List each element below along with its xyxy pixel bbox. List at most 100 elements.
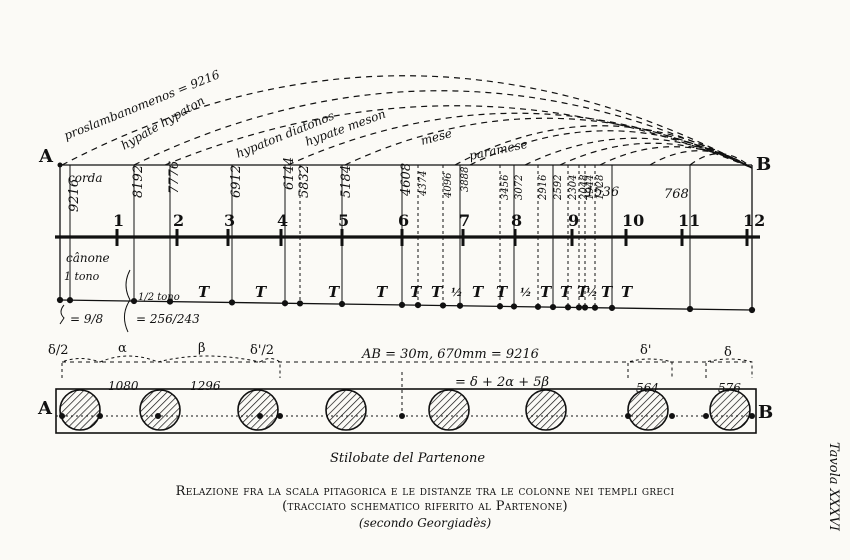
- column-axis-dot: [155, 413, 161, 419]
- canon-dot: [549, 303, 557, 311]
- ratio-value: 4608: [399, 163, 414, 197]
- alpha-label: α: [118, 341, 127, 356]
- canon-dot: [581, 304, 589, 311]
- division-number: 3: [224, 211, 235, 230]
- division-number: 12: [743, 211, 765, 230]
- delta-half-label: δ/2: [48, 343, 68, 358]
- ratio-value: 3888: [460, 167, 471, 192]
- column-axis-dot: [277, 413, 283, 419]
- ratio-value: 2048: [579, 175, 590, 201]
- point-a-label: A: [38, 146, 54, 167]
- step-symbol: T: [601, 283, 614, 301]
- canon-dot: [338, 300, 346, 308]
- column-axis-dot: [257, 413, 263, 419]
- step-symbol: T: [496, 283, 509, 301]
- caption-line-3: (secondo Georgiadès): [358, 516, 492, 530]
- equation2-label: = δ + 2α + 5β: [455, 375, 549, 390]
- canon-dot: [456, 302, 464, 309]
- column-axis-dot: [669, 413, 675, 419]
- ratio-value: 1536: [586, 185, 619, 200]
- stylobate-b-label: B: [758, 402, 773, 423]
- column-circle: [627, 389, 669, 431]
- division-number: 1: [113, 211, 124, 230]
- step-symbol: T: [540, 283, 553, 301]
- canon-dot: [130, 297, 138, 305]
- caption-line-2: (tracciato schematico riferito al Parten…: [282, 499, 568, 514]
- point-b-label: B: [756, 154, 771, 175]
- step-symbol: T: [255, 283, 268, 301]
- ratio-value: 6912: [229, 165, 244, 198]
- canon-dot: [166, 298, 174, 305]
- ratio-value: 3072: [514, 175, 525, 200]
- half-tono-brace: [124, 269, 131, 333]
- step-symbol: T: [472, 283, 485, 301]
- value-576: 576: [718, 381, 741, 395]
- canon-dot: [281, 300, 289, 307]
- canon-dot: [686, 305, 694, 313]
- note-arc: [689, 153, 753, 169]
- canon-dot: [608, 304, 616, 311]
- column-circle: [525, 389, 567, 431]
- tono-label: 1 tono: [64, 270, 100, 283]
- canon-dot: [534, 303, 542, 310]
- note-arc: [649, 150, 753, 169]
- ratio-value: 1728: [595, 175, 606, 200]
- step-symbol: T: [560, 283, 573, 301]
- column-axis-dot: [625, 413, 631, 419]
- step-symbol: T: [376, 283, 389, 301]
- step-symbol: T: [621, 283, 634, 301]
- ratio-value: 6144: [282, 157, 297, 190]
- step-symbol: ½: [451, 286, 462, 299]
- canon-dot: [228, 299, 236, 306]
- column-circle: [59, 389, 101, 431]
- value-1296: 1296: [190, 379, 221, 393]
- step-symbol: T: [410, 283, 423, 301]
- canon-dot: [439, 302, 447, 309]
- ratio-value: 2916: [538, 174, 549, 201]
- stylobate-slab: [55, 388, 757, 434]
- division-number: 4: [277, 211, 288, 230]
- corda-label: corda: [68, 171, 103, 185]
- column-axis-dot: [703, 413, 709, 419]
- column-axis-dot: [59, 413, 65, 419]
- step-symbol: T: [431, 283, 444, 301]
- ratio-value: 2304: [568, 175, 579, 201]
- ratio-value: 3456: [500, 174, 511, 200]
- ratio-value: 1944: [585, 175, 596, 200]
- half-tono-ratio: = 256/243: [136, 312, 200, 326]
- division-number: 10: [622, 211, 644, 230]
- canone-label: cânone: [66, 251, 110, 265]
- delta-label: δ: [724, 345, 732, 360]
- plate-label-text: Tavola XXXVI: [826, 442, 841, 532]
- note-arc: [344, 117, 753, 169]
- canon-dot: [564, 304, 572, 311]
- note-arc: [454, 125, 753, 169]
- step-symbol: ½: [520, 286, 531, 299]
- canon-dot: [496, 303, 504, 310]
- note-arcs: [61, 75, 753, 169]
- point-a-dot: [57, 162, 63, 168]
- step-symbol: T: [577, 283, 590, 301]
- arc-label-paramese: paramese: [468, 137, 529, 163]
- column-circle: [428, 389, 470, 431]
- note-arc: [559, 142, 753, 169]
- delta-prime-label: δ': [640, 343, 651, 358]
- tono-brace: [59, 304, 65, 325]
- division-number: 9: [568, 211, 579, 230]
- value-564: 564: [636, 381, 659, 395]
- column-axis-dot: [97, 413, 103, 419]
- dimension-arrows: [61, 355, 753, 378]
- ratio-value: 2592: [553, 175, 564, 201]
- canon-dot: [510, 303, 518, 310]
- column-circle: [139, 389, 181, 431]
- canon-line: [59, 299, 753, 311]
- column-axis-dot: [749, 413, 755, 419]
- canon-dot: [575, 304, 583, 311]
- division-number: 7: [459, 211, 470, 230]
- ratio-value: 5184: [339, 165, 354, 198]
- division-number: 11: [678, 211, 700, 230]
- note-arc: [133, 90, 753, 169]
